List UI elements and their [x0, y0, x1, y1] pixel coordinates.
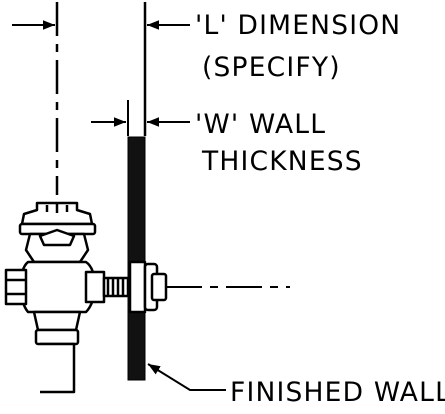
finished-wall-label: FINISHED WALL — [230, 377, 445, 408]
w-dimension-line — [91, 100, 190, 136]
w-wall-label-line2: THICKNESS — [201, 146, 363, 177]
w-wall-label-line1: 'W' WALL — [195, 109, 326, 140]
l-dimension-label-line1: 'L' DIMENSION — [195, 10, 401, 41]
wall-section — [127, 136, 146, 381]
valve-assembly-icon — [4, 201, 168, 394]
finished-wall-leader — [147, 363, 226, 391]
l-dimension-label-line2: (SPECIFY) — [202, 52, 341, 83]
